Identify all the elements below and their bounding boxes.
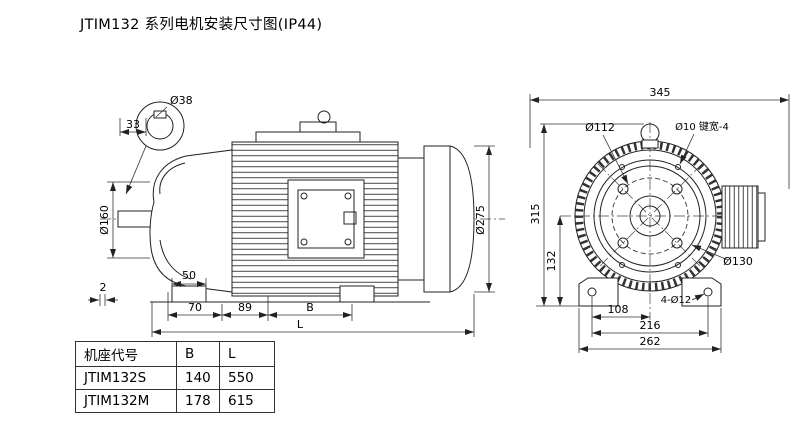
dim-dia130: Ø130 xyxy=(691,244,753,268)
dim-L: L xyxy=(151,294,475,337)
detail-leader xyxy=(125,145,147,195)
bracket-curve-top xyxy=(159,162,186,195)
dim-label-315: 315 xyxy=(529,204,542,225)
mounting-pad-inner xyxy=(297,189,355,249)
right-foot-end xyxy=(681,277,722,307)
dim-dia10-holes: Ø10 键宽-4 xyxy=(675,120,729,165)
mounting-pad xyxy=(287,179,365,259)
bracket-curve-bottom xyxy=(159,239,192,280)
table-row: JTIM132S 140 550 xyxy=(75,366,275,390)
flange-bolt-holes xyxy=(617,183,683,249)
lifting-eye-base xyxy=(641,139,659,149)
dim-label-dia130: Ø130 xyxy=(723,255,753,268)
dim-label-89: 89 xyxy=(238,301,252,314)
terminal-box-top xyxy=(299,121,337,133)
dim-label-2: 2 xyxy=(100,281,107,294)
dim-132: 132 xyxy=(545,216,563,306)
dimension-table: 机座代号 B L JTIM132S 140 550 JTIM132M 178 6… xyxy=(75,341,275,413)
table-header-row: 机座代号 B L xyxy=(75,341,275,367)
dim-label-33: 33 xyxy=(126,118,140,131)
end-view-dimensions: 345 315 132 Ø112 Ø10 键宽-4 Ø130 xyxy=(529,86,790,353)
dim-label-dia160: Ø160 xyxy=(98,205,111,235)
shaft-circle xyxy=(639,205,661,227)
detail-keyway xyxy=(153,110,167,119)
shaft-detail: Ø38 33 xyxy=(119,94,193,195)
cell-L: 615 xyxy=(219,389,275,413)
frame-circle xyxy=(583,149,717,283)
dim-label-50: 50 xyxy=(182,269,196,282)
flange-circle-outer xyxy=(593,159,707,273)
dim-label-132: 132 xyxy=(545,251,558,272)
motor-dimension-drawing: Ø38 33 Ø160 Ø275 2 xyxy=(88,86,790,353)
dim-345: 345 xyxy=(529,86,790,189)
cell-model: JTIM132M xyxy=(75,389,177,413)
dim-label-70: 70 xyxy=(188,301,202,314)
dim-label-shaft-dia: Ø38 xyxy=(170,94,193,107)
dim-label-B: B xyxy=(306,301,314,314)
rear-foot xyxy=(339,285,375,303)
lifting-eye-side xyxy=(317,110,331,124)
col-header-B: B xyxy=(176,341,220,367)
top-cover xyxy=(255,131,361,143)
dim-dia112: Ø112 xyxy=(585,121,629,185)
dim-label-216: 216 xyxy=(640,319,661,332)
cell-model: JTIM132S xyxy=(75,366,177,390)
dia38-leader xyxy=(155,106,168,118)
end-diagonal-2 xyxy=(597,163,703,269)
dim-label-4dia12: 4-Ø12 xyxy=(661,294,692,306)
dim-chain-bottom: 70 89 B xyxy=(167,292,353,321)
dim-label-L: L xyxy=(297,318,304,331)
end-view xyxy=(560,122,766,320)
dim-label-108: 108 xyxy=(608,303,629,316)
left-foot-end xyxy=(578,277,619,307)
dim-label-dia10: Ø10 键宽-4 xyxy=(675,120,729,133)
dim-foot-holes: 4-Ø12 xyxy=(661,293,705,306)
front-foot xyxy=(171,285,207,303)
dim-dia275: Ø275 xyxy=(474,145,495,293)
cell-B: 140 xyxy=(176,366,220,390)
dim-label-345: 345 xyxy=(650,86,671,99)
detail-circle xyxy=(135,101,185,151)
right-foot-hole xyxy=(703,287,713,297)
side-view-dimensions: Ø160 Ø275 2 50 xyxy=(88,145,495,337)
cell-L: 550 xyxy=(219,366,275,390)
end-diagonal-1 xyxy=(597,163,703,269)
shaft xyxy=(117,210,155,228)
dim-label-dia112: Ø112 xyxy=(585,121,615,134)
terminal-box-cap xyxy=(757,192,766,242)
rear-neck xyxy=(397,157,425,281)
terminal-box-end xyxy=(721,185,759,249)
left-foot-hole xyxy=(587,287,597,297)
dim-label-dia275: Ø275 xyxy=(474,205,487,235)
dim-216: 216 xyxy=(592,297,709,337)
hub-circle xyxy=(629,195,671,237)
table-row: JTIM132M 178 615 xyxy=(75,389,275,413)
pad-corner-holes xyxy=(300,192,357,246)
dim-262: 262 xyxy=(578,308,722,353)
bolt-circle xyxy=(611,177,689,255)
col-header-L: L xyxy=(219,341,275,367)
dim-33: 33 xyxy=(119,118,147,136)
dim-dia160: Ø160 xyxy=(98,181,150,259)
col-header-frame: 机座代号 xyxy=(75,341,177,367)
cell-B: 178 xyxy=(176,389,220,413)
page-title: JTIM132 系列电机安装尺寸图(IP44) xyxy=(80,17,323,33)
dim-315: 315 xyxy=(529,123,644,307)
fan-cover-side xyxy=(423,145,475,293)
dim-2: 2 xyxy=(88,281,118,306)
dim-label-262: 262 xyxy=(640,335,661,348)
side-view xyxy=(100,110,505,303)
flange-circle xyxy=(599,165,701,267)
cooling-fins-ring xyxy=(575,141,725,291)
dim-50: 50 xyxy=(171,269,207,290)
